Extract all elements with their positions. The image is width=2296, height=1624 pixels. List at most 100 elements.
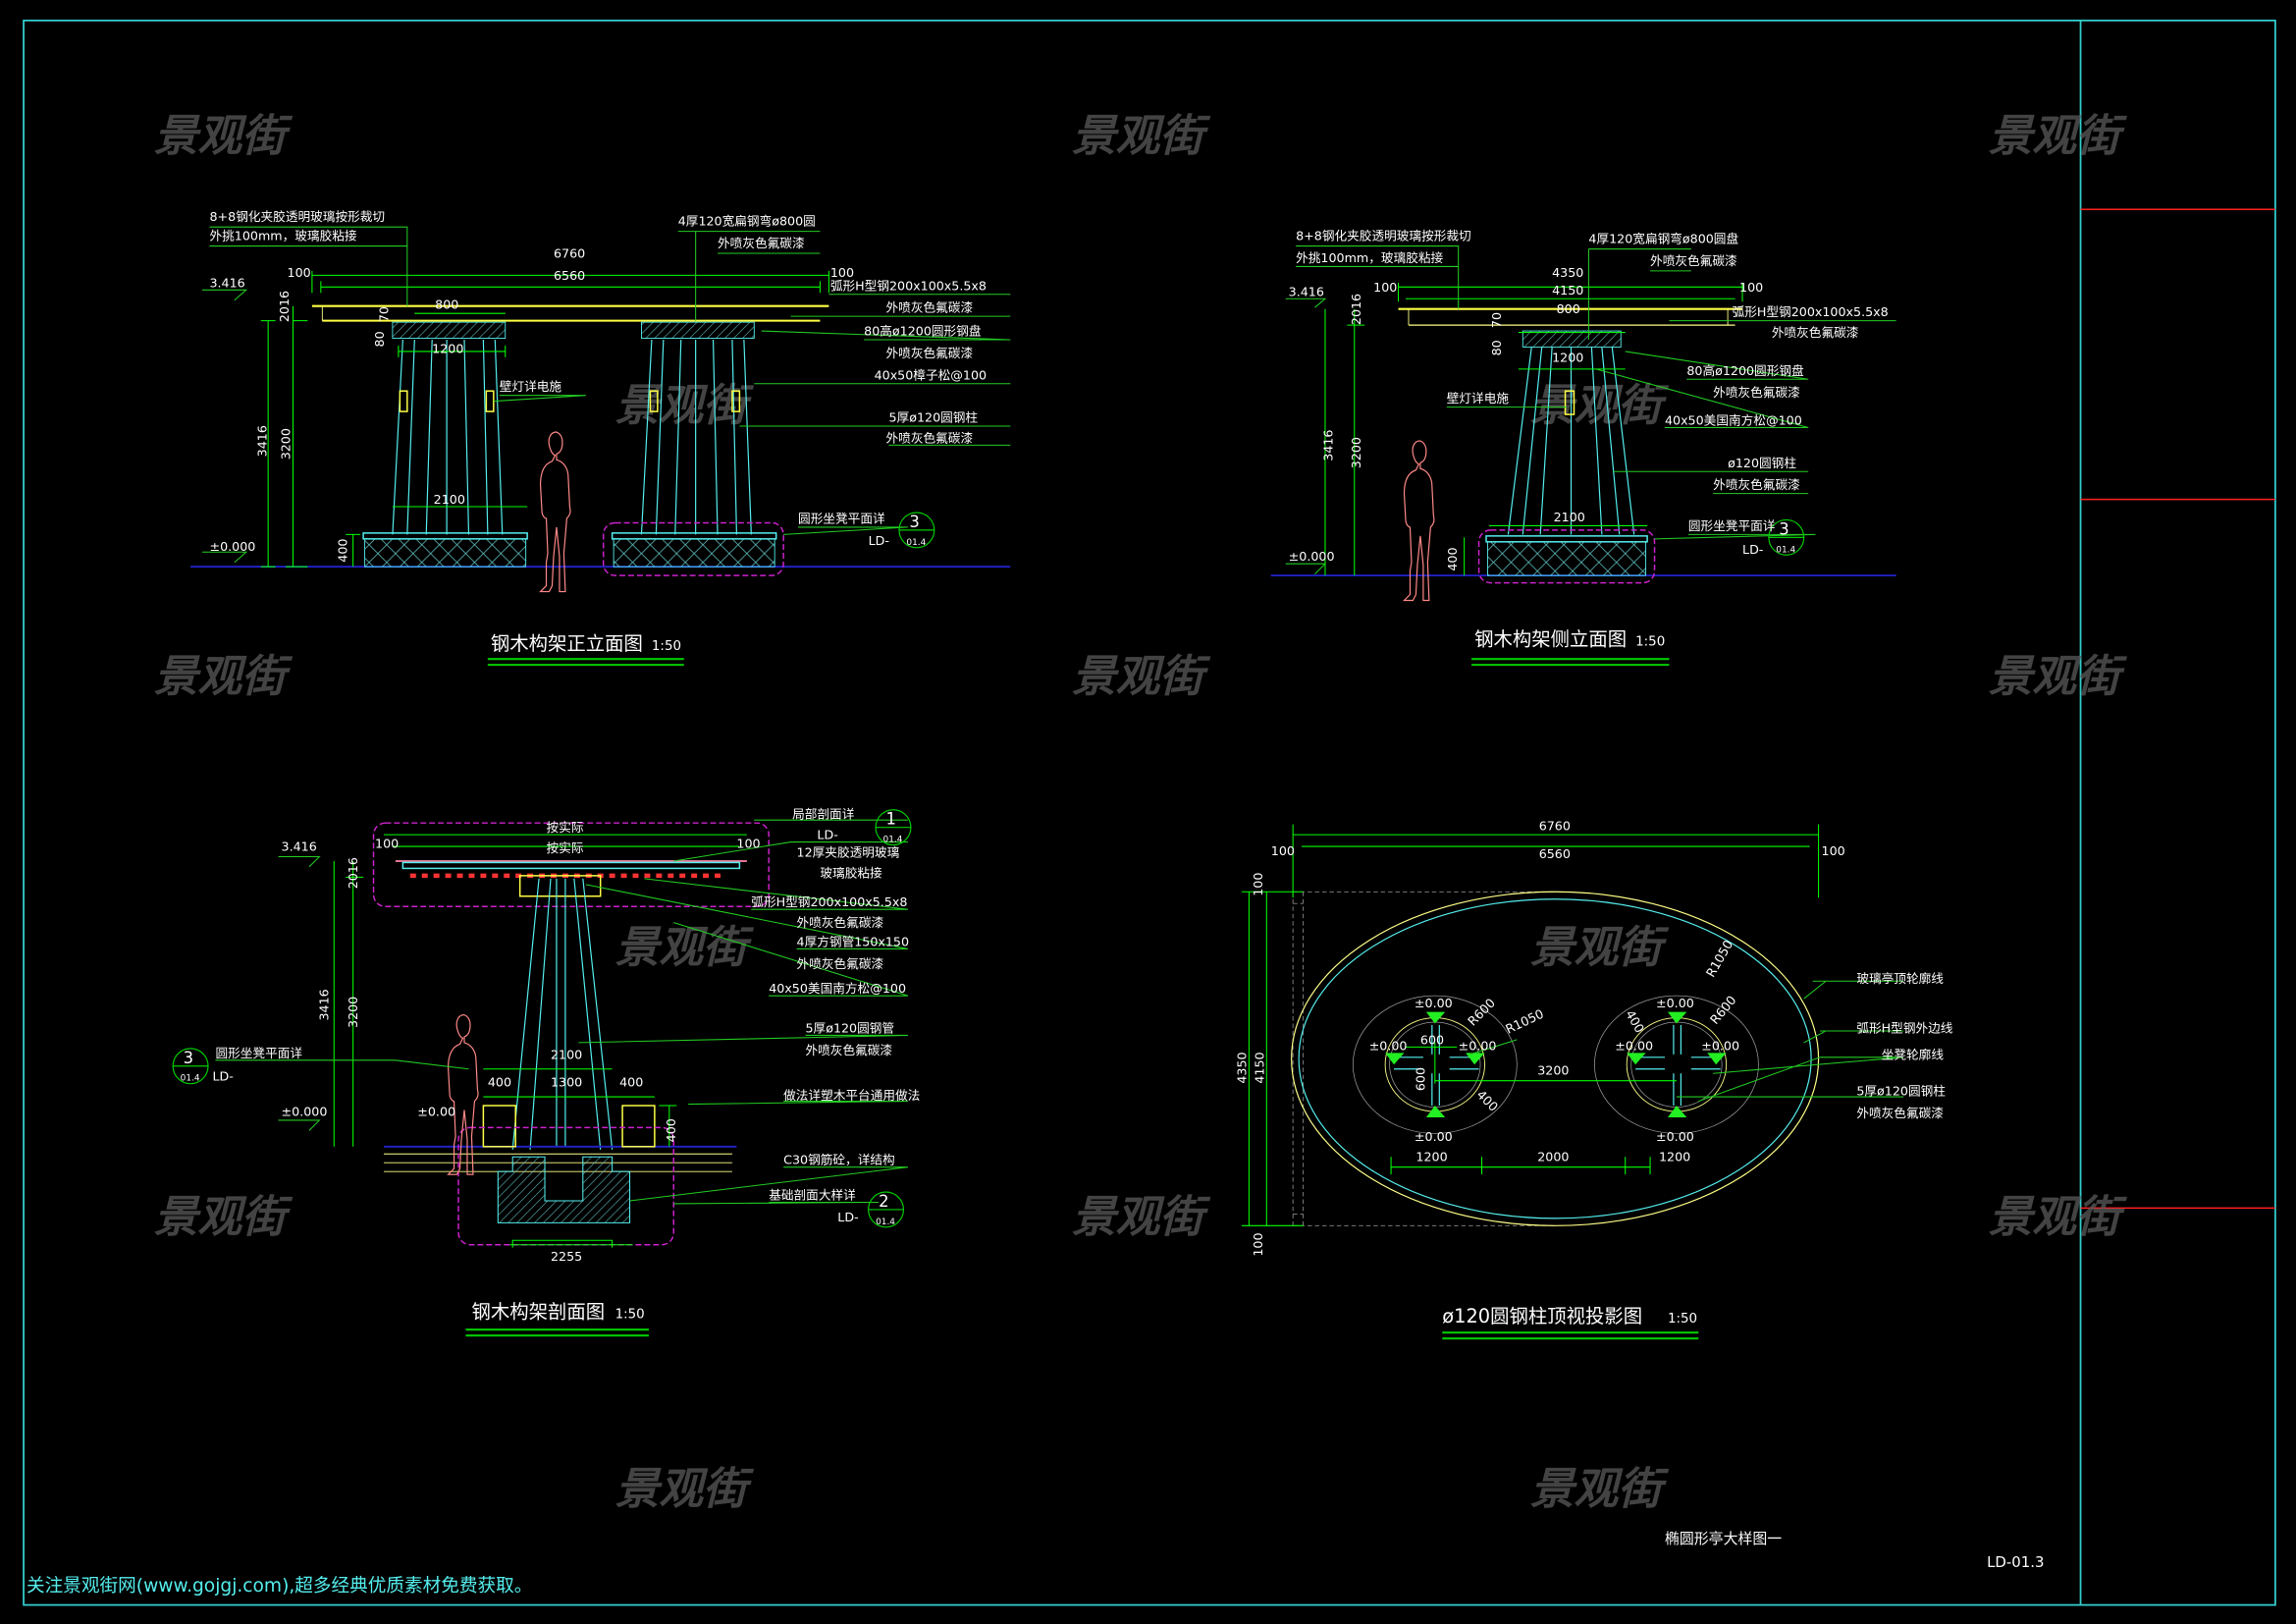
dimension: 400 bbox=[1445, 547, 1460, 570]
annotation: 玻璃胶粘接 bbox=[820, 865, 882, 880]
dimension: 70 bbox=[1489, 312, 1504, 328]
annotation: 壁灯详电施 bbox=[500, 379, 562, 394]
column-group-left bbox=[362, 321, 528, 568]
drawing-scale: 1:50 bbox=[1635, 635, 1665, 650]
watermark: 景观街 bbox=[1072, 650, 1210, 702]
dimension: 100 bbox=[1251, 873, 1265, 896]
annotation: 外喷灰色氟碳漆 bbox=[797, 956, 884, 971]
annotation: 40x50樟子松@100 bbox=[875, 367, 987, 382]
dimension: R1050 bbox=[1703, 938, 1735, 980]
drawing-title: 钢木构架正立面图 bbox=[491, 632, 643, 655]
dimension: 100 bbox=[1739, 280, 1763, 295]
annotation: 4厚120宽扁钢弯ø800圆 bbox=[678, 214, 816, 229]
dimension: 600 bbox=[1413, 1067, 1427, 1091]
annotation: 圆形坐凳平面详 bbox=[798, 511, 885, 525]
annotation: 壁灯详电施 bbox=[1447, 391, 1510, 406]
annotation: 坐凳轮廓线 bbox=[1882, 1047, 1945, 1061]
annotation: 外喷灰色氟碳漆 bbox=[718, 236, 805, 250]
sheet-name: 椭圆形亭大样图一 bbox=[1665, 1530, 1782, 1547]
dimension: 2016 bbox=[277, 291, 292, 322]
dimension: 100 bbox=[1373, 280, 1397, 295]
dimension: 800 bbox=[1557, 301, 1580, 316]
dimension: 4150 bbox=[1552, 283, 1583, 298]
dimension: 1200 bbox=[1659, 1150, 1690, 1164]
dimension: 按实际 bbox=[547, 820, 584, 835]
side-elevation-drawing: 8+8钢化夹胶透明玻璃按形裁切 外挑100mm，玻璃胶粘接 4厚120宽扁钢弯ø… bbox=[1270, 229, 1896, 667]
annotation: LD- bbox=[837, 1210, 858, 1224]
dimension: 4350 bbox=[1234, 1052, 1249, 1083]
watermark: 景观街 bbox=[615, 1463, 754, 1515]
dimension: 6560 bbox=[1539, 846, 1571, 861]
dimension: 400 bbox=[488, 1075, 511, 1090]
annotation: 基础剖面大样详 bbox=[769, 1187, 856, 1202]
annotation: 5厚ø120圆钢管 bbox=[806, 1020, 895, 1035]
annotation: 外挑100mm，玻璃胶粘接 bbox=[209, 229, 356, 244]
dimension: 100 bbox=[1822, 843, 1845, 858]
dimension: 400 bbox=[336, 539, 350, 563]
annotation: 外喷灰色氟碳漆 bbox=[886, 300, 974, 315]
dimension: 70 bbox=[376, 306, 391, 322]
dimension: 400 bbox=[664, 1118, 678, 1142]
annotation: 弧形H型钢200x100x5.5x8 bbox=[830, 278, 987, 293]
annotation: 外喷灰色氟碳漆 bbox=[1713, 477, 1800, 492]
dimension: 1200 bbox=[1552, 350, 1583, 364]
annotation: 40x50美国南方松@100 bbox=[1665, 413, 1802, 428]
annotation: 弧形H型钢200x100x5.5x8 bbox=[1733, 304, 1889, 319]
dimension: 3416 bbox=[316, 989, 331, 1020]
detail-sheet: 01.4 bbox=[876, 1218, 895, 1227]
annotation: 圆形坐凳平面详 bbox=[215, 1046, 302, 1060]
dimension: 2016 bbox=[346, 857, 360, 889]
dimension: 4150 bbox=[1252, 1052, 1266, 1083]
elevation-mark: 3.416 bbox=[1289, 284, 1324, 298]
dimension: 400 bbox=[619, 1075, 643, 1090]
section-drawing: 局部剖面详 LD- 1 01.4 12厚夹胶透明玻璃 玻璃胶粘接 弧形H型钢20… bbox=[172, 807, 920, 1337]
annotation: 弧形H型钢200x100x5.5x8 bbox=[751, 894, 907, 909]
watermarks: 景观街 景观街 景观街 景观街 景观街 景观街 景观街 景观街 景观街 景观街 … bbox=[154, 110, 2127, 1515]
dimension: 2016 bbox=[1349, 294, 1363, 325]
dimension: 2100 bbox=[434, 492, 465, 507]
dimension: 4350 bbox=[1552, 265, 1583, 280]
annotation: 弧形H型钢外边线 bbox=[1856, 1020, 1952, 1035]
dimension: 100 bbox=[288, 265, 311, 280]
elevation-level: ±0.00 bbox=[1369, 1038, 1408, 1053]
dimension: 800 bbox=[435, 298, 458, 312]
annotation: 玻璃亭顶轮廓线 bbox=[1856, 971, 1944, 986]
elevation-mark: ±0.00 bbox=[417, 1104, 455, 1118]
dimension: 3200 bbox=[1349, 437, 1363, 468]
detail-sheet: 01.4 bbox=[883, 836, 903, 845]
human-scale-figure bbox=[447, 1013, 479, 1175]
annotation: 外喷灰色氟碳漆 bbox=[797, 915, 884, 930]
annotation: 外挑100mm，玻璃胶粘接 bbox=[1296, 250, 1443, 265]
elevation-level: ±0.00 bbox=[1701, 1038, 1739, 1053]
dimension: R600 bbox=[1707, 993, 1739, 1027]
dimension: 3416 bbox=[1320, 430, 1335, 461]
dimension: 100 bbox=[375, 837, 399, 851]
dimension: 2100 bbox=[551, 1047, 582, 1061]
watermark: 景观街 bbox=[154, 1190, 293, 1242]
drawing-title: 钢木构架剖面图 bbox=[471, 1300, 605, 1323]
annotation: 外喷灰色氟碳漆 bbox=[1713, 385, 1800, 400]
dimension: R1050 bbox=[1503, 1006, 1546, 1037]
annotation: LD- bbox=[817, 828, 837, 842]
annotation: 80高ø1200圆形钢盘 bbox=[864, 324, 982, 339]
drawing-title: 钢木构架侧立面图 bbox=[1474, 628, 1627, 651]
dimension: 2000 bbox=[1537, 1150, 1569, 1164]
annotation: LD- bbox=[212, 1069, 233, 1084]
annotation: 4厚120宽扁钢弯ø800圆盘 bbox=[1588, 232, 1738, 246]
elevation-mark: ±0.000 bbox=[209, 539, 255, 554]
dimension: 80 bbox=[1489, 340, 1504, 355]
drawing-scale: 1:50 bbox=[615, 1307, 645, 1322]
detail-sheet: 01.4 bbox=[906, 538, 926, 548]
dimension: 1200 bbox=[432, 341, 463, 355]
dimension: 400 bbox=[1623, 1007, 1647, 1035]
annotation: 外喷灰色氟碳漆 bbox=[1772, 325, 1859, 340]
drawing-scale: 1:50 bbox=[652, 639, 681, 654]
dimension: 6760 bbox=[1539, 819, 1571, 834]
human-scale-figure bbox=[539, 431, 571, 593]
dimension: 400 bbox=[1473, 1087, 1501, 1114]
elevation-level: ±0.00 bbox=[1656, 996, 1694, 1010]
dimension: 2255 bbox=[551, 1249, 582, 1264]
watermark: 景观街 bbox=[1530, 921, 1669, 973]
dimension: 6560 bbox=[554, 268, 585, 283]
